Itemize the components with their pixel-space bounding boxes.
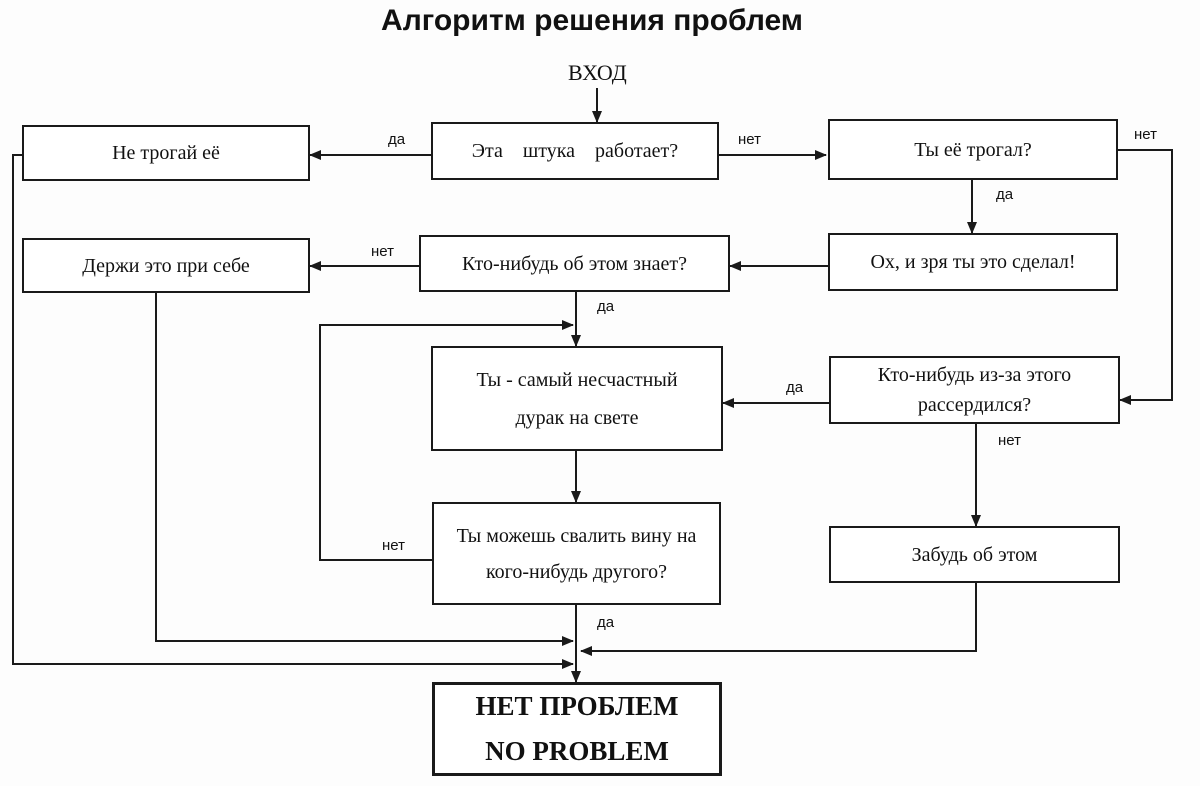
arrow-forget-to-no-problem [580, 583, 977, 656]
node-upset: Кто-нибудь из-за этого рассердился? [829, 356, 1120, 424]
label-no-works: нет [738, 131, 761, 148]
arrow-touched-to-upset [1118, 149, 1173, 405]
node-touched: Ты её трогал? [828, 119, 1118, 180]
node-blame-text: Ты можешь свалить вину на кого-нибудь др… [456, 524, 697, 583]
node-dont-touch: Не трогай её [22, 125, 310, 181]
node-knows-text: Кто-нибудь об этом знает? [461, 252, 688, 275]
label-yes-works: да [388, 131, 406, 148]
node-upset-text: Кто-нибудь из-за этого рассердился? [877, 364, 1072, 416]
node-forget: Забудь об этом [829, 526, 1120, 583]
node-keep: Держи это при себе [22, 238, 310, 293]
node-no-problem-ru: НЕТ ПРОБЛЕМ [475, 691, 679, 722]
node-works: Эта штука работает? [431, 122, 719, 180]
node-blame: Ты можешь свалить вину на кого-нибудь др… [432, 502, 721, 605]
label-no-knows: нет [371, 243, 394, 260]
arrow-dont-touch-to-no-problem [12, 154, 574, 669]
node-forget-text: Забудь об этом [911, 543, 1038, 566]
arrow-keep-to-no-problem [155, 293, 574, 646]
entry-label: ВХОД [568, 60, 627, 85]
label-no-blame: нет [382, 537, 405, 554]
label-yes-blame: да [597, 614, 615, 631]
node-knows: Кто-нибудь об этом знает? [419, 235, 730, 292]
node-touched-text: Ты её трогал? [914, 138, 1032, 161]
node-bad-text: Ох, и зря ты это сделал! [870, 251, 1076, 273]
label-yes-upset: да [786, 379, 804, 396]
page-title: Алгоритм решения проблем [381, 4, 803, 37]
node-bad: Ох, и зря ты это сделал! [828, 233, 1118, 291]
label-no-upset: нет [998, 432, 1021, 449]
label-no-touched: нет [1134, 126, 1157, 143]
node-keep-text: Держи это при себе [82, 254, 250, 277]
arrow-blame-loop-back [319, 320, 574, 561]
label-yes-touched: да [996, 186, 1014, 203]
node-fool: Ты - самый несчастный дурак на свете [431, 346, 723, 451]
node-no-problem-en: NO PROBLEM [485, 736, 669, 766]
node-no-problem: НЕТ ПРОБЛЕМ NO PROBLEM [432, 682, 722, 776]
label-yes-knows: да [597, 298, 615, 315]
node-works-text: Эта штука работает? [471, 140, 679, 162]
node-dont-touch-text: Не трогай её [112, 142, 220, 164]
node-fool-text: Ты - самый несчастный дурак на свете [476, 368, 678, 429]
